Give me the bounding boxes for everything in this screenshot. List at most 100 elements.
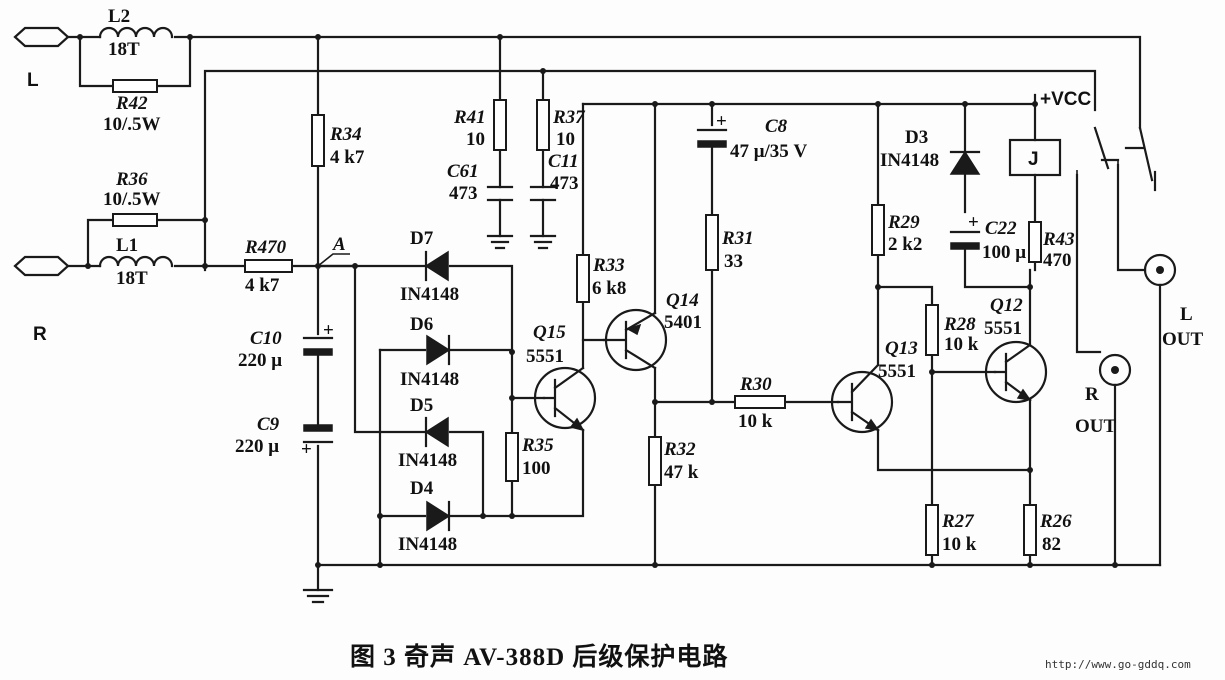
resistor-r35: R35 100 [505, 432, 554, 482]
q13-value: 5551 [878, 361, 916, 382]
r30-value: 10 k [738, 411, 773, 432]
c10-name: C10 [250, 328, 282, 349]
c22-value: 100 μ [982, 242, 1026, 263]
r35-value: 100 [522, 458, 551, 479]
r470-value: 4 k7 [245, 275, 280, 296]
r43-name: R43 [1042, 229, 1075, 250]
r31-name: R31 [721, 228, 754, 249]
diode-icon [424, 250, 449, 282]
resistor-r32: R32 47 k [648, 436, 699, 486]
q15-name: Q15 [533, 322, 566, 343]
c9-value: 220 μ [235, 436, 279, 457]
label-r-input: R [33, 324, 47, 345]
r42-name: R42 [115, 93, 148, 114]
capacitor-c9: + C9 220 μ [235, 414, 334, 460]
d7-value: IN4148 [400, 284, 459, 305]
d3-value: IN4148 [880, 150, 939, 171]
relay-label: J [1028, 149, 1039, 170]
r-out-label-1: R [1085, 384, 1099, 405]
l-output-jack: L OUT [1143, 253, 1204, 350]
c61-value: 473 [449, 183, 478, 204]
node-a-leader [317, 253, 350, 267]
d5-value: IN4148 [398, 450, 457, 471]
r27-name: R27 [941, 511, 975, 532]
r36-name: R36 [115, 169, 148, 190]
diode-icon [424, 416, 449, 448]
c9-name: C9 [257, 414, 280, 435]
l2-value: 18T [108, 39, 140, 60]
inductor-l2: L2 18T [98, 6, 174, 60]
r470-name: R470 [244, 237, 287, 258]
output-jack-icon [1098, 353, 1132, 387]
r28-value: 10 k [944, 334, 979, 355]
input-terminals: L R [13, 26, 70, 345]
r34-name: R34 [329, 124, 362, 145]
output-jack-icon [1143, 253, 1177, 287]
l-out-label-1: L [1180, 304, 1193, 325]
q14-name: Q14 [666, 290, 699, 311]
l-input-terminal-icon [13, 26, 70, 48]
resistor-r42: R42 10/.5W [103, 79, 161, 135]
r36-value: 10/.5W [103, 189, 161, 210]
r35-name: R35 [521, 435, 554, 456]
npn-transistor-icon [830, 370, 894, 434]
c10-plus-icon: + [323, 320, 334, 341]
relay-j: J +VCC [1008, 89, 1091, 177]
r30-name: R30 [739, 374, 772, 395]
resistor-r30: R30 10 k [734, 374, 786, 432]
r27-value: 10 k [942, 534, 977, 555]
transistor-q13: Q13 5551 [830, 338, 918, 434]
q12-name: Q12 [990, 295, 1023, 316]
c11-name: C11 [548, 151, 579, 172]
r33-name: R33 [592, 255, 625, 276]
r29-value: 2 k2 [888, 234, 922, 255]
capacitor-c8: + C8 47 μ/35 V [696, 111, 808, 162]
figure-caption: 图 3 奇声 AV-388D 后级保护电路 [350, 642, 728, 671]
q12-value: 5551 [984, 318, 1022, 339]
r37-value: 10 [556, 129, 575, 150]
r32-value: 47 k [664, 462, 699, 483]
r31-value: 33 [724, 251, 743, 272]
d5-name: D5 [410, 395, 433, 416]
resistor-r29: R29 2 k2 [871, 204, 922, 256]
c22-name: C22 [985, 218, 1017, 239]
ground-symbols [302, 234, 557, 604]
r42-value: 10/.5W [103, 114, 161, 135]
relay-coil-icon [1008, 138, 1062, 177]
d4-name: D4 [410, 478, 434, 499]
ground-icon [486, 234, 514, 250]
diode-d4: D4 IN4148 [398, 478, 457, 555]
c11-value: 473 [550, 173, 579, 194]
diode-d7: D7 IN4148 [400, 228, 459, 305]
inductor-coil-icon [98, 26, 174, 39]
watermark-url: http://www.go-gddq.com [1045, 658, 1191, 671]
ground-icon [302, 588, 334, 604]
resistor-r34: R34 4 k7 [311, 114, 365, 168]
npn-transistor-icon [533, 366, 597, 430]
inductor-l1: L1 18T [98, 235, 174, 289]
r26-name: R26 [1039, 511, 1072, 532]
transistor-q15: Q15 5551 [526, 322, 597, 432]
resistor-r43: R43 470 [1028, 221, 1075, 271]
r43-value: 470 [1043, 250, 1072, 271]
r28-name: R28 [943, 314, 976, 335]
d3-name: D3 [905, 127, 928, 148]
inductor-coil-icon [98, 255, 174, 268]
r29-name: R29 [887, 212, 920, 233]
q13-name: Q13 [885, 338, 918, 359]
transistor-q14: Q14 5401 [602, 290, 702, 372]
l1-name: L1 [116, 235, 138, 256]
c8-name: C8 [765, 116, 788, 137]
junctions [77, 34, 1118, 568]
c9-plus-icon: + [301, 439, 312, 460]
r37-name: R37 [552, 107, 586, 128]
resistor-r37: R37 10 [536, 99, 586, 151]
c22-plus-icon: + [968, 212, 979, 233]
r41-value: 10 [466, 129, 485, 150]
resistor-r470: R470 4 k7 [244, 237, 293, 296]
r41-name: R41 [453, 107, 486, 128]
diode-icon [426, 334, 451, 366]
c61-name: C61 [447, 161, 479, 182]
